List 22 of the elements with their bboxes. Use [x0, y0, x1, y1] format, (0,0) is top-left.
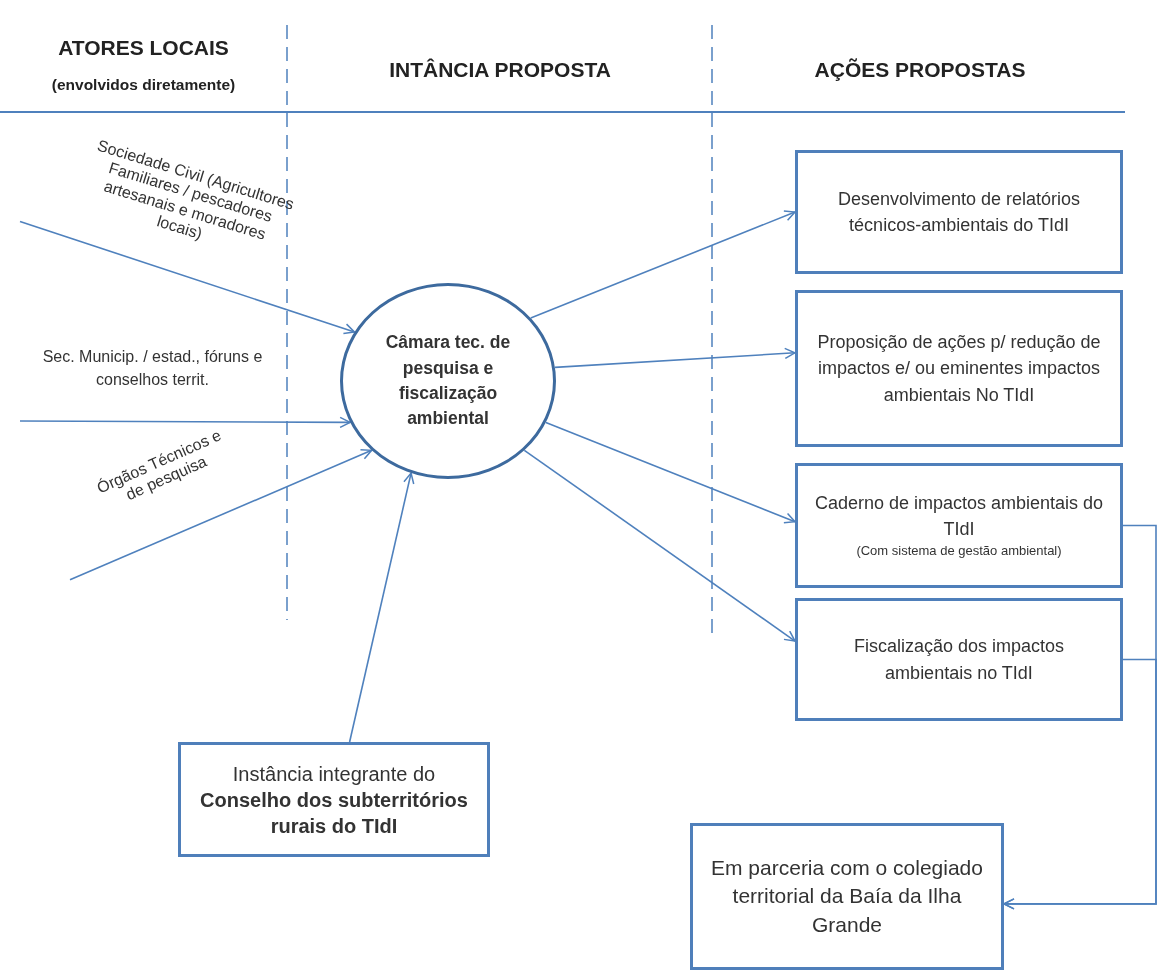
arrow [545, 421, 796, 524]
column-heading: ATORES LOCAIS [57, 36, 230, 60]
column-heading: (envolvidos diretamente) [50, 76, 237, 94]
column-heading: INTÂNCIA PROPOSTA [388, 58, 612, 82]
arrow [19, 416, 351, 429]
arrow [1003, 658, 1157, 910]
box-note: (Com sistema de gestão ambiental) [856, 542, 1062, 561]
arrow [19, 220, 356, 335]
box-text: Caderno de impactos ambientais do TIdI [813, 492, 1105, 542]
arrow [523, 449, 796, 642]
arrow [554, 347, 796, 369]
actor-label: Sec. Municip. / estad., fóruns e conselhos territ. [20, 345, 285, 421]
action-box: Desenvolvimento de relatórios técnicos-ambientais do TIdI [795, 150, 1123, 274]
action-box [795, 463, 1123, 588]
column-heading: AÇÕES PROPOSTAS [813, 58, 1027, 82]
arrow [348, 472, 415, 743]
action-box: Instância integrante do Conselho dos subterritórios rurais do TIdI [178, 742, 490, 857]
arrow [69, 448, 373, 581]
action-box: Em parceria com o colegiado territorial da Baía da Ilha Grande [690, 823, 1004, 970]
instance-ellipse: Câmara tec. de pesquisa e fiscalização ambiental [340, 283, 556, 479]
action-box: Fiscalização dos impactos ambientais no TIdI [795, 598, 1123, 721]
action-box: Proposição de ações p/ redução de impactos e/ ou eminentes impactos ambientais No TIdI [795, 290, 1123, 447]
